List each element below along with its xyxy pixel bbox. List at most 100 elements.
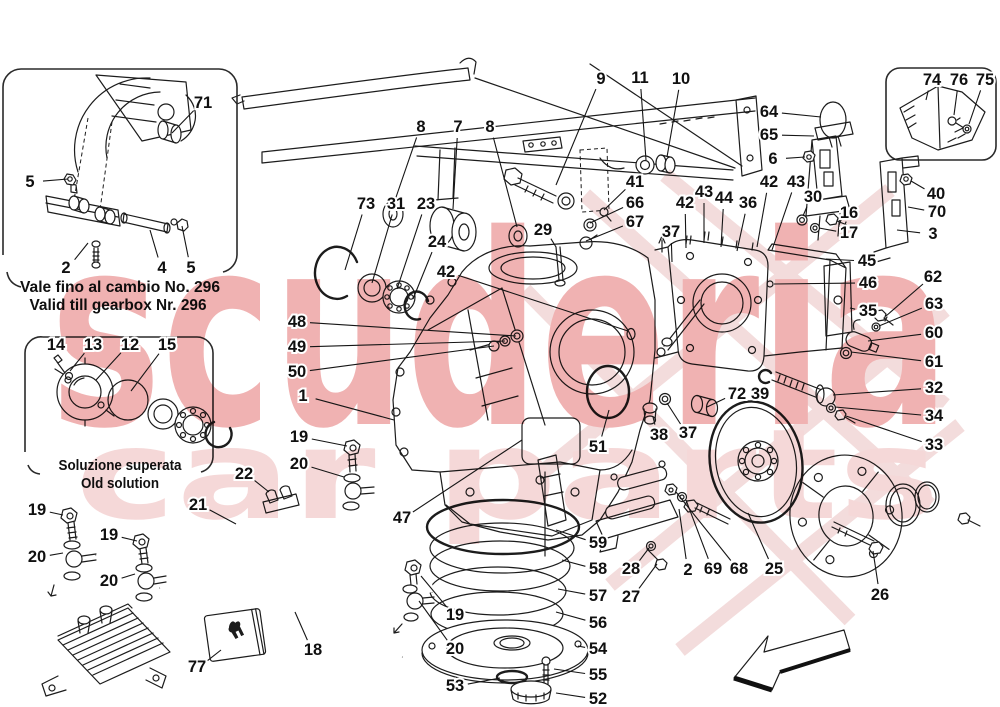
leader-line-62 <box>885 283 924 317</box>
callout-39: 39 <box>751 385 769 403</box>
callout-65: 65 <box>760 126 778 144</box>
leader-line-59 <box>555 529 586 541</box>
callout-37: 37 <box>679 424 697 442</box>
callout-43: 43 <box>695 183 713 201</box>
leader-line-58 <box>561 559 586 567</box>
leader-line-34 <box>834 406 922 416</box>
strap-65 <box>814 121 854 141</box>
leader-line-74 <box>925 90 929 101</box>
leader-line-20 <box>49 552 64 556</box>
leader-line-61 <box>850 351 922 362</box>
old-flange-parts <box>53 354 233 449</box>
callout-20: 20 <box>446 640 464 658</box>
callout-62: 62 <box>924 268 942 286</box>
screw-76 <box>947 116 957 126</box>
leader-line-38 <box>652 416 656 425</box>
bolt-55 <box>541 656 551 685</box>
watermark-lattice <box>519 169 965 656</box>
leader-line-6 <box>785 156 806 159</box>
leader-line-52 <box>555 692 586 698</box>
callout-64: 64 <box>760 103 779 121</box>
callout-28: 28 <box>622 560 640 578</box>
callout-13: 13 <box>84 336 102 354</box>
leader-line-20 <box>418 600 448 641</box>
callout-42: 42 <box>760 173 778 191</box>
leader-line-67 <box>585 225 624 242</box>
leader-line-23 <box>396 214 423 290</box>
callout-19: 19 <box>100 526 118 544</box>
callout-7: 7 <box>453 118 462 136</box>
leader-line-19 <box>420 575 447 608</box>
callout-19: 19 <box>28 501 46 519</box>
callout-48: 48 <box>288 313 306 331</box>
callout-73: 73 <box>357 195 375 213</box>
callout-35: 35 <box>859 302 877 320</box>
upper-right-brackets <box>796 101 920 263</box>
callout-37: 37 <box>662 223 680 241</box>
leader-line-54 <box>577 645 586 648</box>
leader-line-43 <box>771 192 793 251</box>
leader-line-21 <box>209 509 237 525</box>
callout-70: 70 <box>928 203 946 221</box>
leader-line-15 <box>130 353 160 392</box>
inset-heat-shield <box>885 67 997 161</box>
callout-22: 22 <box>235 465 253 483</box>
oring-39 <box>757 368 773 385</box>
callout-10: 10 <box>672 70 690 88</box>
leader-line-18 <box>294 611 308 641</box>
leader-line-7 <box>452 137 458 210</box>
callout-27: 27 <box>622 588 640 606</box>
support-bracket <box>595 460 679 571</box>
callout-58: 58 <box>589 560 607 578</box>
leader-line-49 <box>309 340 506 348</box>
leader-line-17 <box>818 227 837 232</box>
plug-30 <box>796 214 808 226</box>
leader-line-28 <box>639 547 650 561</box>
callout-66: 66 <box>626 194 644 212</box>
chassis-frame <box>231 57 763 213</box>
callout-50: 50 <box>288 363 306 381</box>
callout-5: 5 <box>186 259 195 277</box>
leader-line-44 <box>720 208 724 248</box>
callout-18: 18 <box>304 641 322 659</box>
callout-43: 43 <box>787 173 805 191</box>
leader-line-68 <box>675 491 732 561</box>
leader-line-3 <box>896 229 921 234</box>
bracket-70 <box>873 155 920 263</box>
leader-line-12 <box>95 352 122 381</box>
leader-line-31 <box>371 214 393 284</box>
callout-21: 21 <box>189 496 207 514</box>
callout-3: 3 <box>928 225 937 243</box>
banjo-fitting-3 <box>342 439 375 511</box>
leader-line-26 <box>872 550 879 585</box>
washer-8a <box>382 200 404 228</box>
callout-30: 30 <box>804 188 822 206</box>
direction-arrow <box>733 629 851 693</box>
callout-57: 57 <box>589 587 607 605</box>
callout-76: 76 <box>950 71 968 89</box>
leader-line-57 <box>557 588 586 595</box>
callout-42: 42 <box>676 194 694 212</box>
leader-line-66 <box>589 207 624 224</box>
leader-line-37 <box>670 242 673 263</box>
bush-7 <box>429 206 477 252</box>
callout-40: 40 <box>927 185 945 203</box>
leader-line-20 <box>121 573 136 579</box>
inset-old-solution: Soluzione superata Old solution <box>24 336 233 492</box>
nut-68 <box>664 483 678 496</box>
leader-line-42 <box>756 192 768 248</box>
banjo-fitting-4 <box>393 559 435 634</box>
bolt-62 <box>873 309 887 322</box>
leader-line-2 <box>74 242 89 261</box>
leader-line-30 <box>802 206 808 217</box>
leader-line-55 <box>553 668 586 675</box>
oil-cooler <box>41 603 171 697</box>
callout-2: 2 <box>61 259 70 277</box>
callout-55: 55 <box>589 666 607 684</box>
leader-line-42 <box>684 213 687 249</box>
inset1-caption-english: Valid till gearbox Nr. 296 <box>30 297 207 314</box>
callout-34: 34 <box>925 407 944 425</box>
owners-card-77 <box>203 608 267 662</box>
